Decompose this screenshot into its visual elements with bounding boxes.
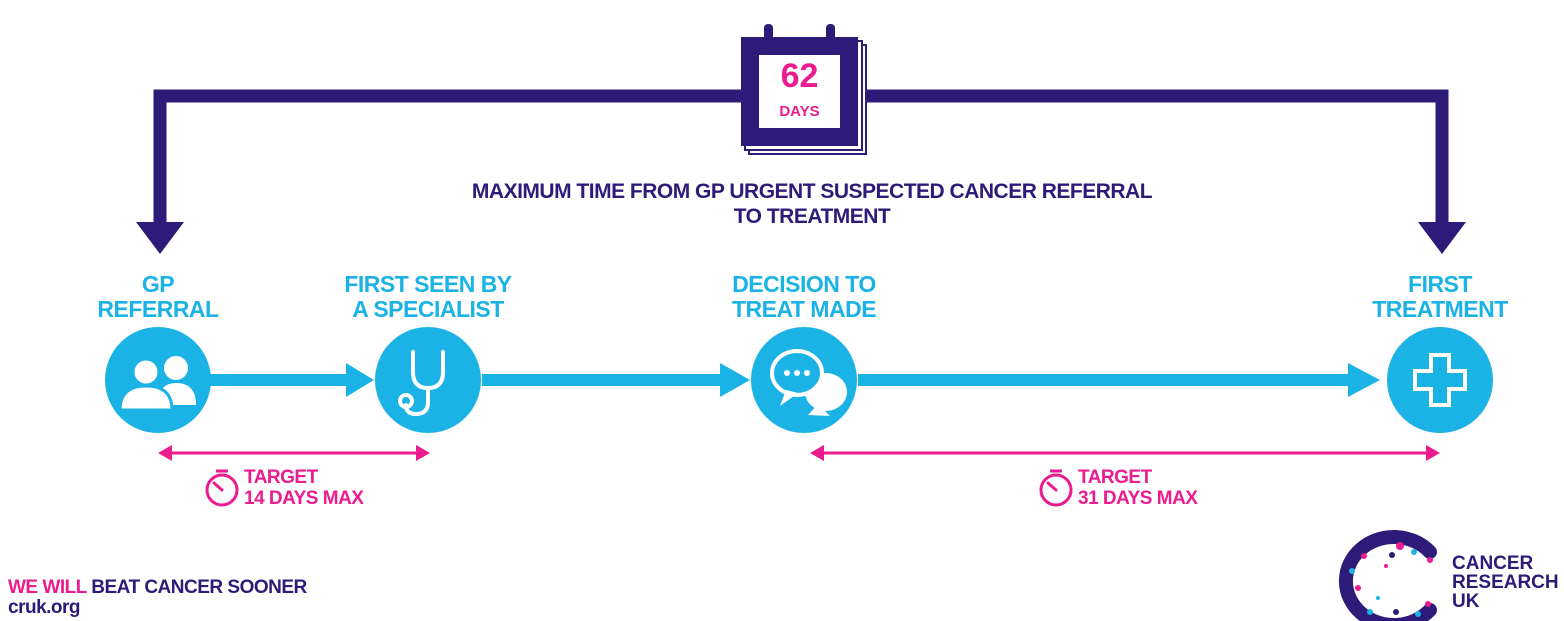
tagline: WE WILL BEAT CANCER SOONER xyxy=(8,577,307,599)
stage-label-line: TREATMENT xyxy=(1372,296,1508,323)
stage-label-first-seen: FIRST SEEN BY A SPECIALIST xyxy=(318,271,538,323)
timeline-arrow-2 xyxy=(720,363,750,397)
stage-label-line: FIRST xyxy=(1408,271,1472,297)
speech-bubbles-icon xyxy=(751,327,857,433)
stage-label-line: REFERRAL xyxy=(97,296,219,323)
target-span-14 xyxy=(158,445,430,461)
caption-line-1: MAXIMUM TIME FROM GP URGENT SUSPECTED CA… xyxy=(471,180,1153,203)
tagline-rest: BEAT CANCER SOONER xyxy=(86,577,307,598)
stopwatch-icon xyxy=(1039,469,1073,507)
calendar-number: 62 xyxy=(780,57,819,95)
stage-label-line: FIRST SEEN BY xyxy=(344,271,512,297)
stage-label-first-treatment: FIRST TREATMENT xyxy=(1360,271,1520,323)
stage-label-line: GP xyxy=(141,271,175,297)
target-value: 14 DAYS MAX xyxy=(244,487,364,509)
bracket-arrow-left xyxy=(136,222,184,254)
bracket-arrow-right xyxy=(1418,222,1466,254)
target-label: TARGET xyxy=(244,467,318,488)
logo-line: UK xyxy=(1452,591,1480,611)
calendar-icon xyxy=(741,24,867,155)
stage-label-line: TREAT MADE xyxy=(731,296,877,323)
target-31-days: TARGET 31 DAYS MAX xyxy=(1078,467,1198,510)
logo-line: CANCER xyxy=(1452,554,1534,574)
target-14-days: TARGET 14 DAYS MAX xyxy=(244,467,364,510)
cruk-logo-text: CANCER RESEARCH UK xyxy=(1452,554,1560,611)
medical-cross-icon xyxy=(1387,327,1493,433)
sixty-two-day-bracket xyxy=(136,89,1466,254)
stage-label-line: DECISION TO xyxy=(732,271,876,297)
target-span-31 xyxy=(810,445,1440,461)
calendar-unit: DAYS xyxy=(779,103,820,120)
stethoscope-icon xyxy=(375,327,481,433)
stage-label-line: A SPECIALIST xyxy=(352,296,504,323)
logo-line: RESEARCH xyxy=(1452,572,1559,593)
people-icon xyxy=(105,327,211,433)
caption-line-2: TO TREATMENT xyxy=(733,205,891,228)
stage-label-gp-referral: GP REFERRAL xyxy=(78,271,238,323)
target-value: 31 DAYS MAX xyxy=(1078,487,1198,509)
stage-label-decision: DECISION TO TREAT MADE xyxy=(704,271,904,323)
stopwatch-icon xyxy=(205,469,239,507)
timeline xyxy=(210,363,1380,397)
timeline-arrow-1 xyxy=(346,363,374,397)
tagline-highlight: WE WILL xyxy=(8,577,87,598)
target-label: TARGET xyxy=(1078,467,1152,488)
timeline-arrow-3 xyxy=(1348,363,1380,397)
footer-url[interactable]: cruk.org xyxy=(8,597,81,618)
cruk-logo-mark xyxy=(1338,530,1437,621)
